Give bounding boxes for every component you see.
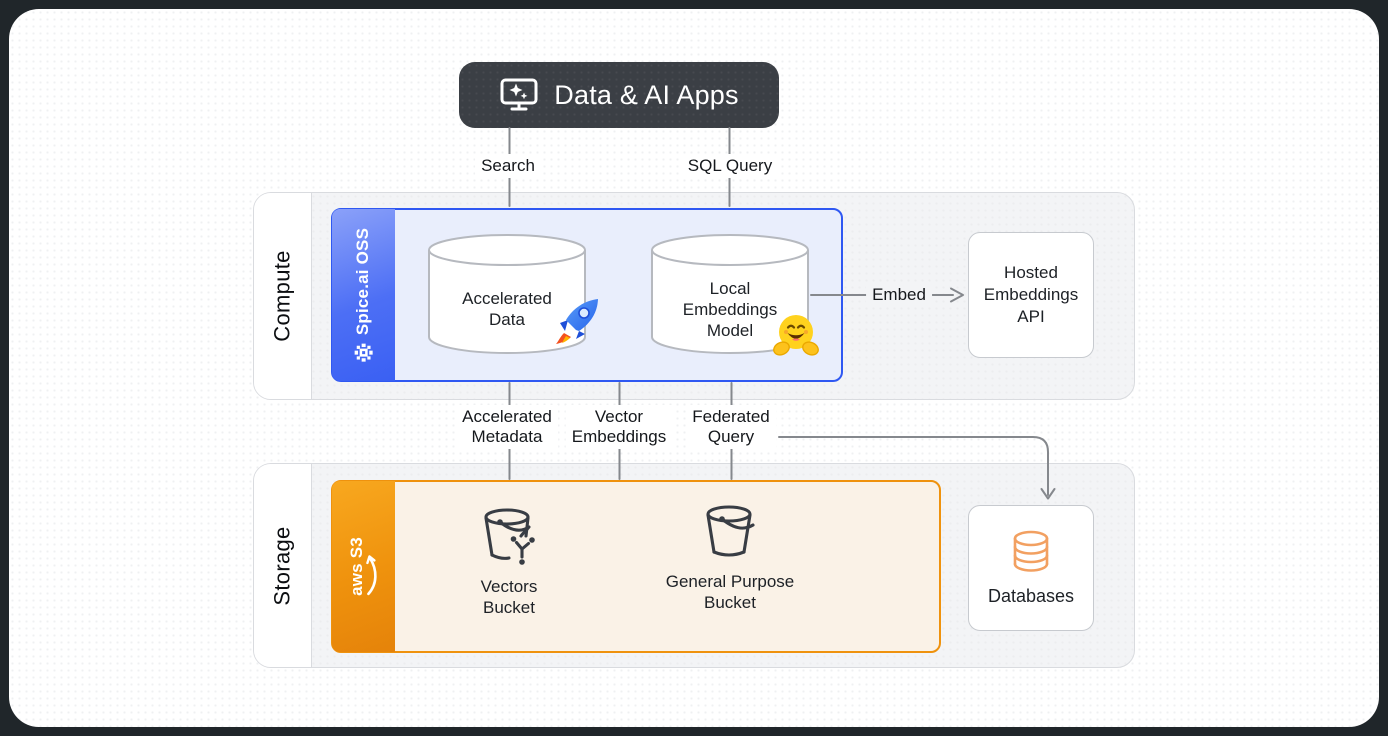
bucket-icon xyxy=(706,505,755,557)
hosted-embeddings-api-label: Hosted Embeddings API xyxy=(983,263,1079,326)
search-edge-label: Search xyxy=(475,154,541,178)
aws-smile-icon xyxy=(366,555,377,596)
hugging-face-icon xyxy=(773,315,819,356)
aws-s3-group: aws S3 xyxy=(331,480,941,653)
header-title: Data & AI Apps xyxy=(554,79,739,110)
aws-s3-strip: aws S3 xyxy=(332,481,395,652)
local-embeddings-model-node: Local Embeddings Model xyxy=(650,233,810,355)
databases-label: Databases xyxy=(987,586,1075,606)
cylinder-shape xyxy=(428,234,586,354)
compute-section-label: Compute xyxy=(269,250,295,342)
accelerated-metadata-edge-label: Accelerated Metadata xyxy=(456,405,558,449)
databases-node: Databases xyxy=(968,505,1094,631)
cylinder-shape xyxy=(651,234,809,354)
embed-edge-label: Embed xyxy=(866,283,932,307)
compute-label-col: Compute xyxy=(254,193,312,399)
hosted-embeddings-api-node: Hosted Embeddings API xyxy=(968,232,1094,358)
general-purpose-bucket-node: General Purpose Bucket xyxy=(650,502,810,613)
local-embeddings-model-label: Local Embeddings Model xyxy=(682,278,778,340)
vectors-bucket-label: Vectors Bucket xyxy=(480,577,538,617)
federated-query-edge-label: Federated Query xyxy=(686,405,776,449)
aws-s3-strip-label: aws S3 xyxy=(347,537,379,596)
general-purpose-bucket-label: General Purpose Bucket xyxy=(665,572,795,612)
spice-ai-oss-strip-label: Spice.ai OSS xyxy=(354,228,374,362)
storage-section-label: Storage xyxy=(269,525,295,606)
spice-ai-oss-strip: Spice.ai OSS xyxy=(332,209,395,381)
monitor-sparkle-icon xyxy=(500,78,538,111)
accelerated-data-node: Accelerated Data xyxy=(427,233,587,355)
data-ai-apps-node: Data & AI Apps xyxy=(459,62,779,128)
vectors-bucket-icon xyxy=(484,508,535,565)
database-icon xyxy=(1013,530,1049,572)
rocket-icon xyxy=(556,299,598,344)
vector-embeddings-edge-label: Vector Embeddings xyxy=(565,405,673,449)
vectors-bucket-node: Vectors Bucket xyxy=(464,505,554,618)
storage-label-col: Storage xyxy=(254,464,312,667)
accelerated-data-label: Accelerated Data xyxy=(462,289,552,329)
spice-logo-icon xyxy=(354,343,373,362)
sql-query-edge-label: SQL Query xyxy=(681,154,779,178)
